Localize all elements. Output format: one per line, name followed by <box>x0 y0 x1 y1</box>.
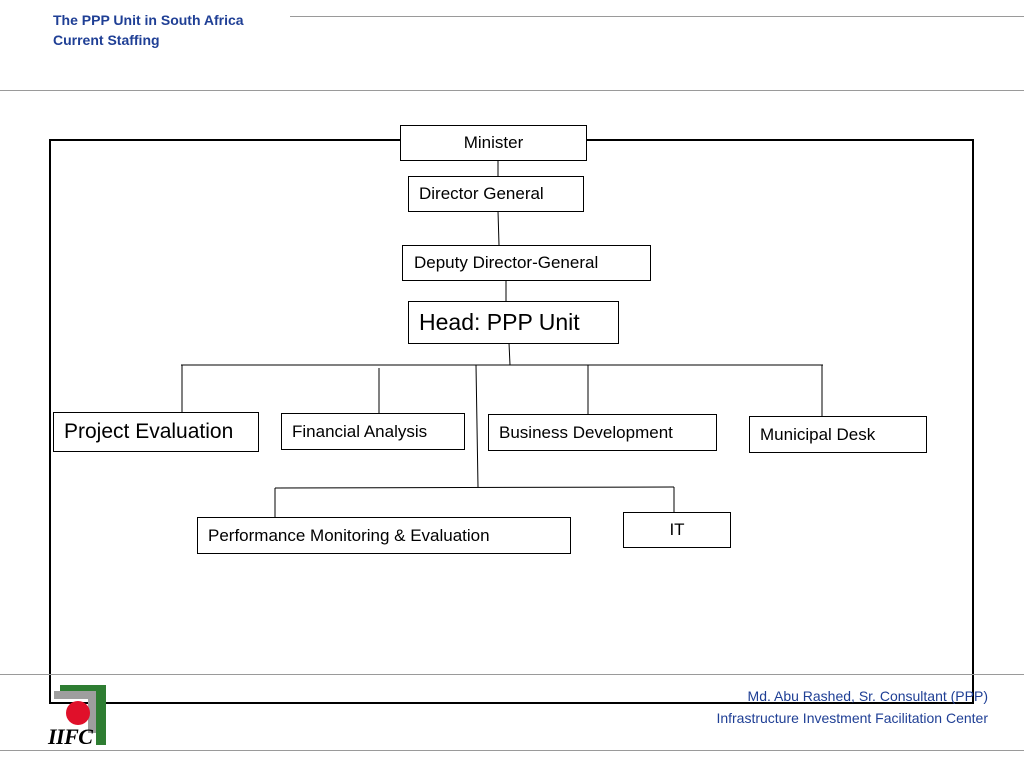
connector-sub-branch <box>475 364 479 488</box>
iifc-logo-text: IIFC <box>48 724 93 749</box>
slide-title-line-2: Current Staffing <box>53 32 160 48</box>
slide-title: The PPP Unit in South Africa Current Sta… <box>53 10 244 50</box>
business-development-box: Business Development <box>488 414 717 451</box>
head-ppp-unit-label: Head: PPP Unit <box>419 309 580 335</box>
financial-analysis-box: Financial Analysis <box>281 413 465 450</box>
logo-grey-shape <box>54 691 96 733</box>
header-rule-top <box>290 16 1024 17</box>
footer-author: Md. Abu Rashed, Sr. Consultant (PPP) <box>747 688 988 704</box>
slide-title-line-1: The PPP Unit in South Africa <box>53 12 244 28</box>
footer-rule-top <box>0 674 1024 675</box>
header-rule-bottom <box>0 90 1024 91</box>
business-development-label: Business Development <box>499 422 673 442</box>
footer-rule-bottom <box>0 750 1024 751</box>
director-general-label: Director General <box>419 184 544 203</box>
director-general-box: Director General <box>408 176 584 212</box>
deputy-director-general-label: Deputy Director-General <box>414 253 599 272</box>
project-evaluation-label: Project Evaluation <box>64 420 234 443</box>
minister-label: Minister <box>463 133 524 152</box>
iifc-logo <box>54 685 106 745</box>
it-box: IT <box>623 512 731 548</box>
logo-red-circle <box>66 701 90 725</box>
head-ppp-unit-box: Head: PPP Unit <box>408 301 619 344</box>
project-evaluation-box: Project Evaluation <box>53 412 259 452</box>
performance-monitoring-box: Performance Monitoring & Evaluation <box>197 517 571 554</box>
deputy-director-general-box: Deputy Director-General <box>402 245 651 281</box>
minister-box: Minister <box>400 125 587 161</box>
municipal-desk-label: Municipal Desk <box>760 424 876 444</box>
footer-organization: Infrastructure Investment Facilitation C… <box>716 710 988 726</box>
connector-head-bus <box>508 342 511 366</box>
connector-dg-ddg <box>497 210 500 246</box>
connector-sub-bus <box>274 486 675 489</box>
financial-analysis-label: Financial Analysis <box>292 422 428 441</box>
municipal-desk-box: Municipal Desk <box>749 416 927 453</box>
it-label: IT <box>669 520 685 539</box>
performance-monitoring-label: Performance Monitoring & Evaluation <box>208 525 490 545</box>
